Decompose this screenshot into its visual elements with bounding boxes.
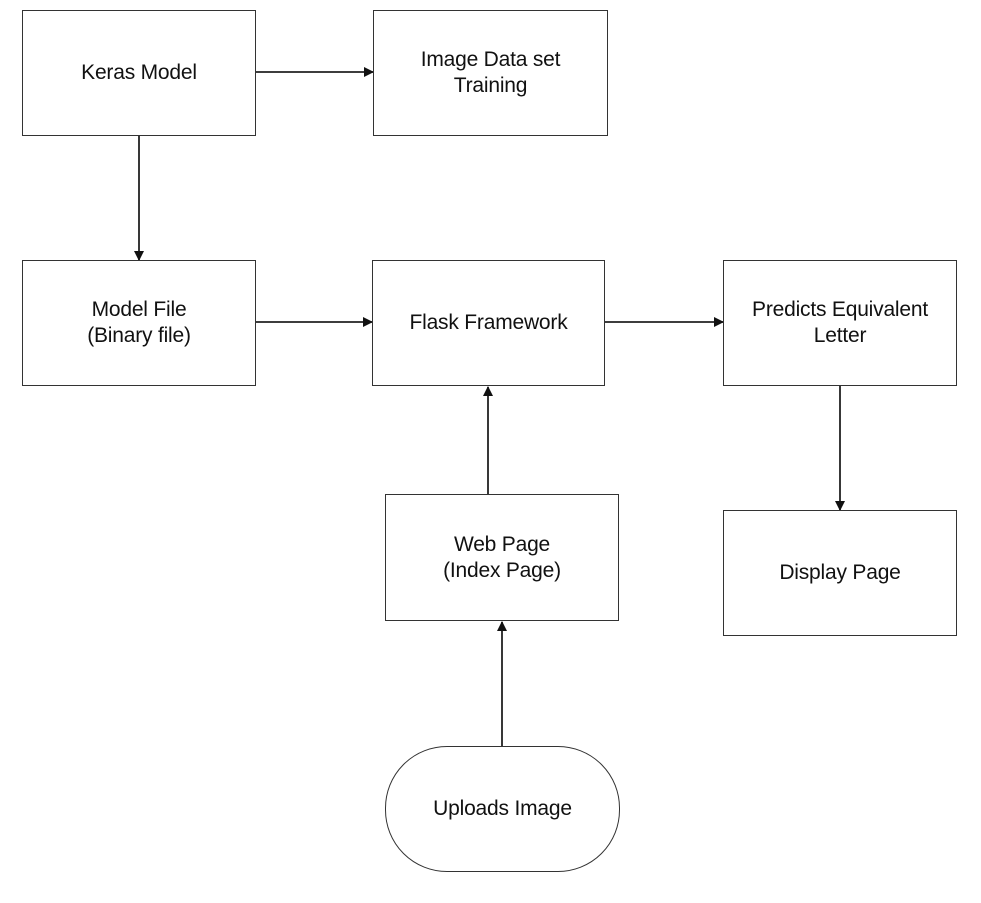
uploads-image-label-line-1: Uploads Image: [433, 797, 572, 820]
flask-framework-box: Flask Framework: [372, 260, 605, 386]
display-page-label-line-1: Display Page: [779, 561, 901, 584]
predicts-letter-box: Predicts Equivalent Letter: [723, 260, 957, 386]
image-dataset-training-label-line-1: Image Data set: [420, 48, 561, 71]
web-page-label-line-2: (Index Page): [443, 558, 561, 582]
model-file-box: Model File (Binary file): [22, 260, 256, 386]
image-dataset-training-box: Image Data set Training: [373, 10, 608, 136]
model-file-label-line-2: (Binary file): [87, 324, 191, 347]
web-page-label-line-1: Web Page: [453, 532, 551, 556]
predicts-letter-label-line-1: Predicts Equivalent: [752, 298, 928, 321]
flask-framework-label-line-1: Flask Framework: [409, 311, 568, 334]
display-page-box: Display Page: [723, 510, 957, 636]
image-dataset-training-label-line-2: Training: [453, 74, 528, 97]
uploads-image-terminal: Uploads Image: [385, 746, 620, 872]
web-page-box: Web Page (Index Page): [385, 494, 619, 621]
model-file-label-line-1: Model File: [91, 298, 187, 321]
predicts-letter-label-line-2: Letter: [813, 324, 867, 347]
keras-model-label-line-1: Keras Model: [81, 61, 197, 84]
keras-model-box: Keras Model: [22, 10, 256, 136]
